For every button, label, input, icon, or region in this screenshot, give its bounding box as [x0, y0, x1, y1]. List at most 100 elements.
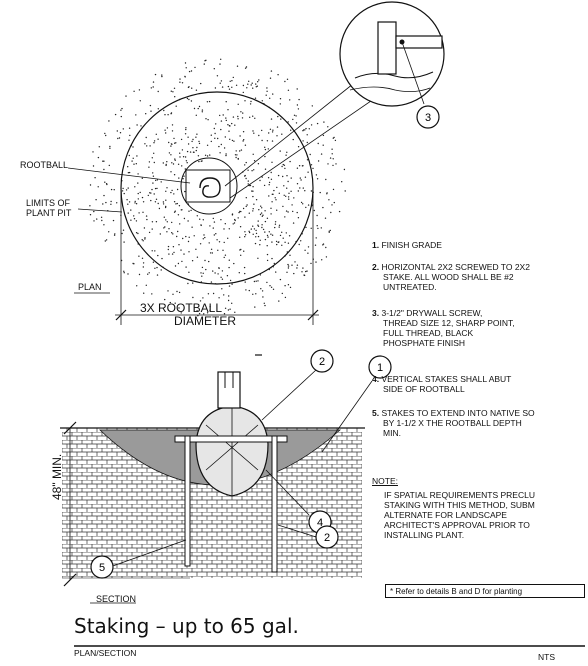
soil-dot [166, 187, 168, 189]
soil-dot [110, 188, 113, 191]
soil-dot [184, 133, 187, 135]
rootball-circle [180, 157, 238, 215]
soil-dot [261, 176, 263, 178]
soil-dot [265, 94, 267, 96]
soil-dot [252, 190, 254, 192]
soil-dot [153, 152, 155, 154]
soil-dot [148, 161, 151, 163]
soil-dot [258, 209, 260, 211]
plan-label: PLAN [78, 282, 102, 292]
soil-dot [278, 224, 281, 226]
soil-dot [171, 130, 174, 132]
soil-dot [118, 137, 121, 139]
soil-dot [232, 116, 235, 118]
soil-dot [141, 196, 144, 199]
soil-dot [276, 209, 278, 211]
soil-dot [168, 228, 170, 230]
soil-dot [173, 211, 176, 213]
soil-dot [165, 132, 167, 134]
soil-dot [310, 190, 313, 192]
soil-dot [172, 246, 175, 248]
soil-dot [235, 84, 238, 87]
soil-dot [142, 266, 144, 268]
soil-dot [305, 127, 307, 130]
soil-dot [262, 228, 265, 231]
soil-dot [130, 209, 132, 211]
soil-dot [283, 164, 286, 166]
soil-dot [128, 127, 131, 129]
soil-dot [251, 190, 253, 192]
soil-dot [137, 192, 139, 195]
soil-dot [184, 190, 186, 193]
soil-dot [231, 86, 233, 89]
soil-dot [217, 273, 219, 275]
soil-dot [286, 78, 289, 81]
soil-dot [220, 58, 222, 60]
soil-dot [218, 297, 220, 299]
note-heading: NOTE: [372, 476, 398, 486]
soil-dot [104, 181, 106, 183]
soil-dot [101, 219, 103, 222]
soil-dot [270, 171, 272, 174]
soil-dot [245, 161, 247, 164]
soil-dot [254, 242, 257, 245]
soil-dot [156, 274, 159, 276]
soil-dot [272, 93, 274, 95]
soil-dot [122, 128, 125, 130]
soil-dot [328, 199, 330, 201]
soil-dot [144, 237, 146, 239]
soil-dot [316, 122, 319, 125]
limits-label-1: LIMITS OF [26, 198, 71, 208]
soil-dot [285, 154, 287, 156]
soil-dot [177, 214, 180, 216]
soil-dot [145, 215, 148, 217]
soil-dot [287, 242, 290, 244]
soil-dot [166, 231, 168, 233]
soil-dot [289, 99, 291, 101]
soil-dot [220, 219, 222, 221]
soil-dot [244, 216, 246, 218]
soil-dot [248, 212, 250, 214]
soil-dot [282, 163, 284, 166]
soil-dot [165, 190, 167, 192]
soil-dot [227, 309, 230, 311]
soil-dot [245, 197, 247, 199]
soil-dot [208, 260, 210, 263]
soil-dot [281, 292, 283, 295]
soil-dot [287, 284, 290, 286]
soil-dot [226, 275, 229, 277]
soil-dot [145, 113, 147, 115]
soil-dot [174, 142, 176, 144]
soil-dot [193, 151, 195, 153]
soil-dot [233, 222, 236, 224]
soil-dot [223, 313, 226, 315]
soil-dot [220, 128, 222, 131]
soil-dot [180, 312, 182, 314]
soil-dot [179, 156, 181, 158]
soil-dot [269, 77, 272, 79]
soil-dot [200, 82, 202, 85]
soil-dot [182, 178, 184, 180]
soil-dot [274, 226, 276, 229]
soil-dot [175, 105, 177, 107]
soil-dot [157, 202, 159, 205]
soil-dot [315, 261, 317, 263]
soil-dot [283, 194, 285, 196]
soil-dot [134, 186, 136, 188]
soil-stipple [89, 58, 346, 317]
soil-dot [268, 184, 270, 186]
soil-dot [204, 236, 206, 239]
soil-dot [248, 80, 250, 83]
soil-dot [261, 290, 264, 292]
soil-dot [152, 172, 154, 174]
soil-dot [187, 220, 189, 222]
soil-dot [105, 183, 108, 185]
limits-label-2: PLANT PIT [26, 208, 72, 218]
soil-dot [153, 193, 155, 195]
soil-dot [304, 190, 306, 192]
soil-dot [212, 217, 214, 220]
rootball-label: ROOTBALL [20, 160, 69, 170]
soil-dot [245, 289, 247, 291]
soil-dot [316, 178, 319, 180]
soil-dot [271, 257, 273, 260]
